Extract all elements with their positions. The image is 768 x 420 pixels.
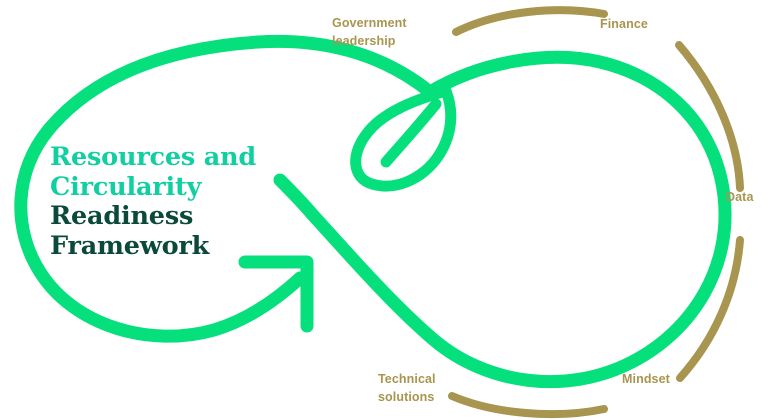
label-data: Data bbox=[726, 190, 754, 204]
label-mindset: Mindset bbox=[622, 372, 670, 386]
title-line-3: Readiness bbox=[50, 201, 194, 232]
gold-arc-upper-right bbox=[675, 41, 744, 192]
title-line-4: Framework bbox=[50, 230, 210, 261]
label-technical-solutions: Technical solutions bbox=[378, 372, 436, 405]
label-government-leadership: Government leadership bbox=[332, 16, 407, 49]
page-title: Resources and Circularity Readiness Fram… bbox=[50, 142, 290, 261]
gold-arc-lower-right bbox=[676, 236, 744, 382]
gold-arc-top bbox=[452, 6, 608, 36]
infinity-left-lobe bbox=[14, 34, 437, 343]
label-finance: Finance bbox=[600, 17, 648, 31]
leaf-icon bbox=[350, 85, 457, 192]
title-line-1: Resources and bbox=[50, 142, 257, 172]
infinity-right-lobe bbox=[273, 50, 732, 389]
gold-arc-bottom bbox=[448, 392, 608, 419]
gold-arc-group bbox=[448, 6, 744, 419]
title-line-2: Circularity bbox=[50, 171, 202, 202]
arrow-up-right-icon bbox=[238, 255, 314, 333]
